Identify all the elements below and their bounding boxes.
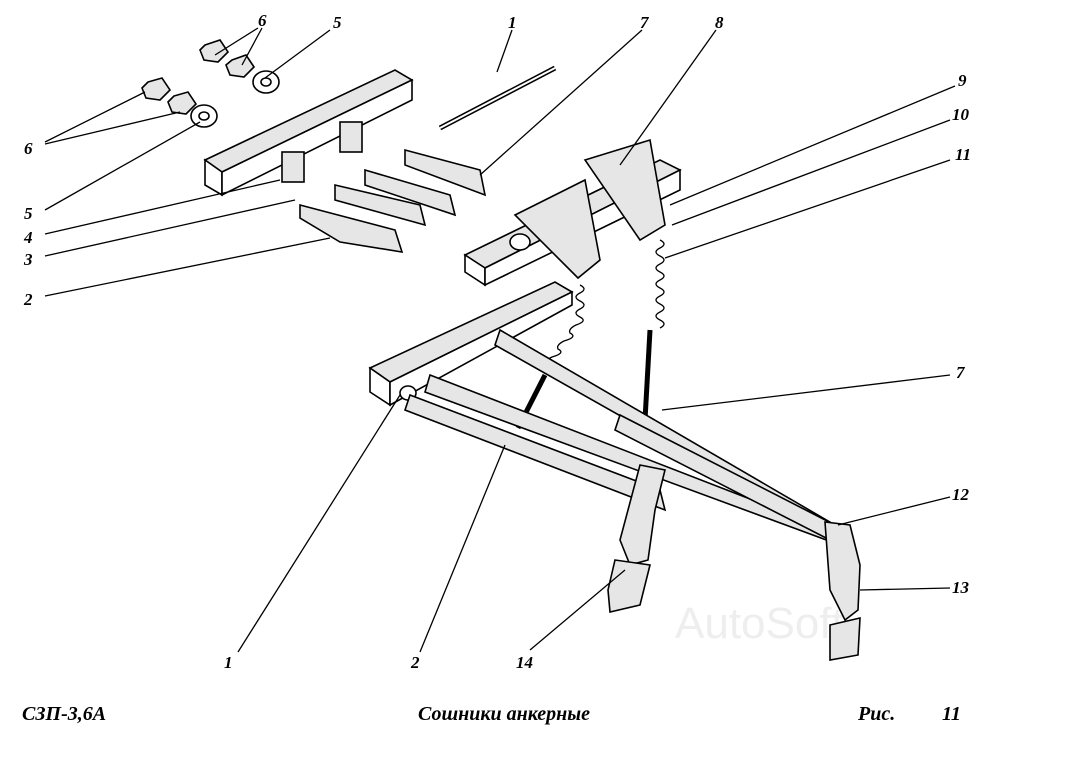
callout-labels: 6 5 1 7 8 9 10 11 6 5 4 3 2 7 12 13 1 2 … bbox=[23, 11, 971, 672]
callout-5-top: 5 bbox=[333, 13, 342, 32]
callout-11: 11 bbox=[955, 145, 971, 164]
model-label: СЗП-3,6А bbox=[22, 703, 107, 725]
figure-label: Рис. bbox=[858, 703, 896, 725]
exploded-parts bbox=[141, 39, 557, 253]
callout-4: 4 bbox=[23, 228, 33, 247]
leader-lines bbox=[44, 27, 956, 653]
frame-assembly bbox=[368, 138, 861, 661]
watermark: AutoSoft bbox=[675, 599, 844, 648]
mounting-bar bbox=[203, 69, 414, 173]
figure-caption: Сошники анкерные bbox=[418, 703, 591, 725]
callout-8-top: 8 bbox=[715, 13, 724, 32]
callout-7-right: 7 bbox=[956, 363, 966, 382]
callout-12: 12 bbox=[952, 485, 970, 504]
callout-13: 13 bbox=[952, 578, 970, 597]
callout-9: 9 bbox=[958, 71, 967, 90]
callout-6-top: 6 bbox=[258, 11, 267, 30]
figure-number: 11 bbox=[942, 703, 961, 725]
nuts-washers bbox=[141, 39, 280, 128]
callout-6-left: 6 bbox=[24, 139, 33, 158]
callout-2-left: 2 bbox=[23, 290, 33, 309]
callout-1-bottom: 1 bbox=[224, 653, 233, 672]
callout-3: 3 bbox=[23, 250, 33, 269]
callout-5-left: 5 bbox=[24, 204, 33, 223]
callout-14: 14 bbox=[516, 653, 533, 672]
callout-2-bottom: 2 bbox=[410, 653, 420, 672]
callout-7-top: 7 bbox=[640, 13, 650, 32]
callout-1-top: 1 bbox=[508, 13, 517, 32]
callout-10: 10 bbox=[952, 105, 970, 124]
